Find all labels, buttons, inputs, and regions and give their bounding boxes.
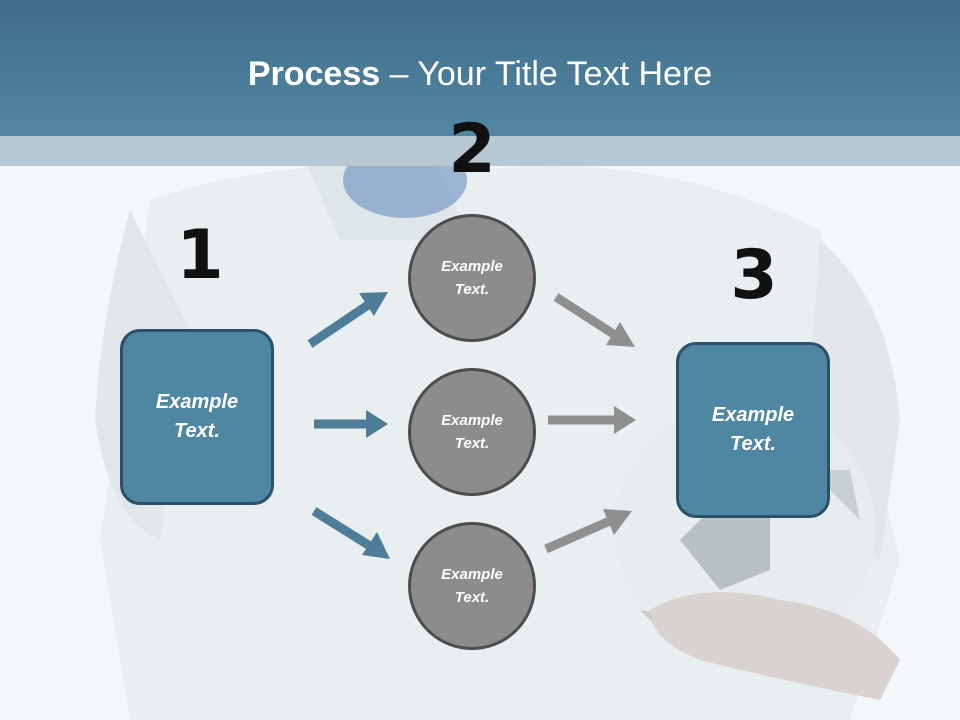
arrow-start-to-middle [314,410,388,438]
arrow-start-to-top [307,292,388,348]
step-number-1: 1 [176,216,224,295]
end-box-text: Example Text. [711,404,795,455]
header-strip [0,136,960,166]
arrow-bottom-to-end [544,509,632,554]
process-circle-middle: Example Text. [408,368,536,496]
step-number-2: 2 [448,110,496,189]
circle-text: Example Text. [441,566,503,606]
start-box: Example Text. [120,329,274,505]
circle-text: Example Text. [441,412,503,452]
start-box-text: Example Text. [155,391,239,442]
slide-title: Process – Your Title Text Here [0,52,960,96]
arrow-start-to-bottom [311,507,390,559]
arrow-middle-to-end [548,406,636,434]
step-number-3: 3 [730,236,778,315]
circle-text: Example Text. [441,258,503,298]
arrow-top-to-end [553,293,635,347]
end-box: Example Text. [676,342,830,518]
title-rest: – Your Title Text Here [380,55,713,93]
title-bold: Process [247,55,381,93]
process-circle-top: Example Text. [408,214,536,342]
process-circle-bottom: Example Text. [408,522,536,650]
header-band [0,0,960,136]
